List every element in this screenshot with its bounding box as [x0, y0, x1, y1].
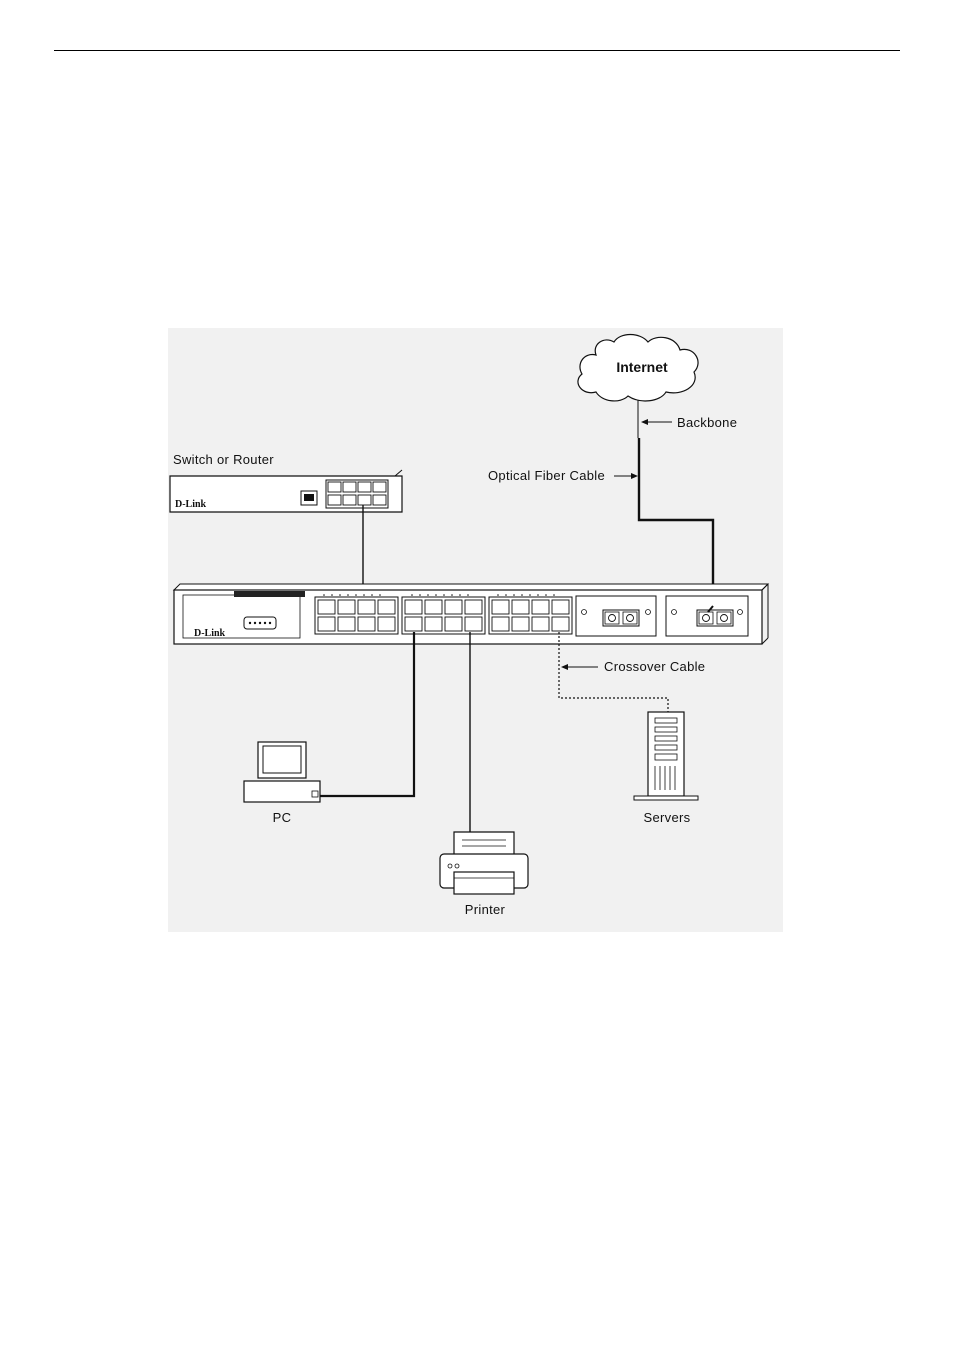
main-switch-device: D-Link: [174, 584, 768, 644]
printer-icon: [440, 832, 528, 894]
switch-port-group-1: [315, 597, 398, 634]
server-icon: [634, 712, 698, 800]
fiber-module-2: [666, 596, 748, 636]
pc-label: PC: [273, 810, 292, 825]
switch-brand: D-Link: [194, 628, 226, 639]
fiber-module-1: [576, 596, 656, 636]
fiber-arrow: [614, 473, 638, 479]
router-label: Switch or Router: [173, 452, 274, 467]
servers-label: Servers: [644, 810, 691, 825]
router-brand: D-Link: [175, 499, 207, 510]
internet-cloud: Internet: [578, 335, 698, 401]
switch-serial-port: [244, 617, 276, 629]
pc-cable: [316, 632, 414, 796]
crossover-arrow: [561, 664, 598, 670]
printer-label: Printer: [465, 902, 506, 917]
router-port-block: [326, 480, 388, 508]
switch-or-router-device: D-Link: [170, 470, 402, 512]
crossover-label: Crossover Cable: [604, 659, 705, 674]
backbone-arrow: [641, 419, 672, 425]
optical-fiber-cable: [639, 438, 713, 606]
backbone-label: Backbone: [677, 415, 737, 430]
switch-port-group-3: [489, 597, 572, 634]
internet-label: Internet: [616, 359, 668, 375]
fiber-label: Optical Fiber Cable: [488, 468, 605, 483]
switch-port-group-2: [402, 597, 485, 634]
pc-icon: [244, 742, 320, 802]
